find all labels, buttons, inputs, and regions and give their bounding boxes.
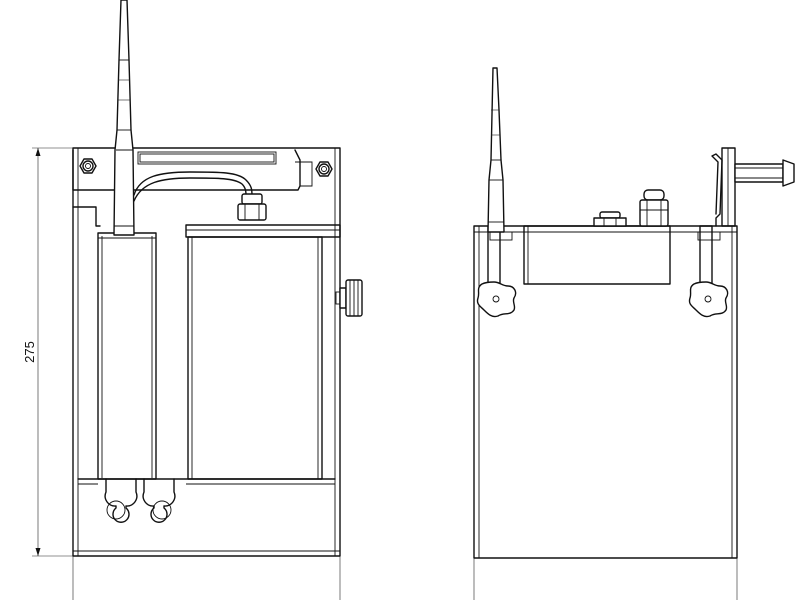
side-top-module [523,225,671,285]
height-dimension-label: 275 [22,341,37,363]
side-connector-icon [593,211,627,227]
top-bracket [72,149,301,191]
keyhole-slot-right [142,478,176,523]
front-housing-outline [72,147,341,557]
side-cable-gland-icon [639,189,669,227]
antenna-side-icon [487,67,505,233]
cable-gland-icon [237,193,267,221]
height-dimension: 275 [22,147,341,600]
side-knob-icon [335,279,363,317]
star-knob-right-icon [688,281,729,318]
side-view [473,67,795,600]
side-housing-outline [473,225,738,559]
handle-bar [734,159,795,187]
side-bracket [711,153,723,227]
battery-module [185,224,341,238]
cable [133,171,253,197]
star-knob-left-icon [476,281,517,318]
keyhole-slot-left [104,478,138,523]
front-view [72,0,363,557]
battery-holder-left [97,232,157,480]
nut-right-icon [315,161,333,177]
antenna-front-icon [113,0,135,236]
left-rail [72,206,101,227]
nut-left-icon [79,158,97,174]
